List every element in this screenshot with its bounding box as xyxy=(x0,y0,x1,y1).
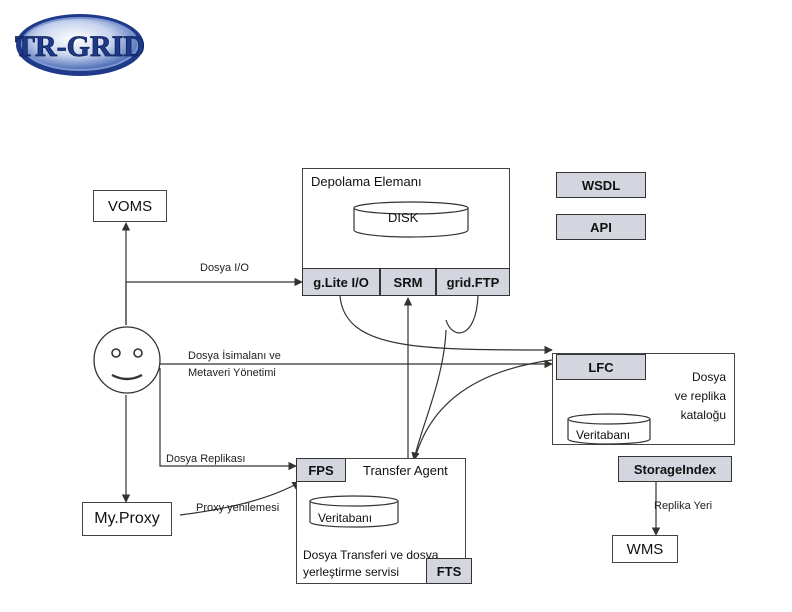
wms-label: WMS xyxy=(626,540,664,558)
catalog-title: Dosya ve replika kataloğu xyxy=(675,368,726,425)
api-box: API xyxy=(556,214,646,240)
fts-title-line-2: yerleştirme servisi xyxy=(303,565,400,579)
proxy-renewal-label: Proxy yenilemesi xyxy=(196,502,280,514)
srm-label: SRM xyxy=(393,274,423,290)
fts-label: FTS xyxy=(436,563,462,579)
naming-label-line-1: Dosya İsimalanı ve xyxy=(188,350,281,362)
fps-label: FPS xyxy=(308,462,334,478)
file-io-label: Dosya I/O xyxy=(200,262,249,274)
myproxy-label: My.Proxy xyxy=(94,510,160,527)
naming-label: Dosya İsimalanı ve Metaveri Yönetimi xyxy=(188,348,281,382)
replica-location-label: Replika Yeri xyxy=(654,500,713,512)
fps-box: FPS xyxy=(296,458,346,482)
catalog-database: Veritabanı xyxy=(566,412,652,446)
fts-database: Veritabanı xyxy=(308,494,400,530)
wsdl-box: WSDL xyxy=(556,172,646,198)
fts-service-box: FTS xyxy=(426,558,472,584)
storage-index-box: StorageIndex xyxy=(618,456,732,482)
fts-db-label: Veritabanı xyxy=(318,511,373,525)
disk-label: DISK xyxy=(388,210,419,225)
lfc-box: LFC xyxy=(556,354,646,380)
wms-node: WMS xyxy=(612,535,678,563)
myproxy-node: My.Proxy xyxy=(82,502,172,536)
lfc-label: LFC xyxy=(588,359,614,375)
transfer-agent-label: Transfer Agent xyxy=(363,463,448,478)
logo-text: TR-GRID xyxy=(15,30,145,63)
catalog-title-line-3: kataloğu xyxy=(680,408,726,422)
catalog-title-line-2: ve replika xyxy=(674,389,726,403)
gridftp-label: grid.FTP xyxy=(446,274,500,290)
srm-box: SRM xyxy=(380,268,436,296)
disk-database: DISK xyxy=(352,200,470,240)
logo-graphic: TR-GRID xyxy=(15,14,145,76)
glite-io-label: g.Lite I/O xyxy=(313,274,369,290)
tr-grid-logo: TR-GRID xyxy=(14,10,148,78)
api-label: API xyxy=(590,219,612,235)
voms-label: VOMS xyxy=(107,197,153,215)
voms-node: VOMS xyxy=(93,190,167,222)
storage-index-label: StorageIndex xyxy=(633,461,717,477)
glite-io-box: g.Lite I/O xyxy=(302,268,380,296)
catalog-db-label: Veritabanı xyxy=(576,428,631,442)
gridftp-box: grid.FTP xyxy=(436,268,510,296)
wsdl-label: WSDL xyxy=(581,177,621,193)
storage-element-title: Depolama Elemanı xyxy=(311,174,422,189)
replication-label: Dosya Replikası xyxy=(166,453,246,465)
fts-title-line-1: Dosya Transferi ve dosya xyxy=(303,548,439,562)
user-icon xyxy=(92,325,162,395)
fts-title: Dosya Transferi ve dosya yerleştirme ser… xyxy=(303,547,438,581)
catalog-title-line-1: Dosya xyxy=(691,370,726,384)
naming-label-line-2: Metaveri Yönetimi xyxy=(188,367,276,379)
